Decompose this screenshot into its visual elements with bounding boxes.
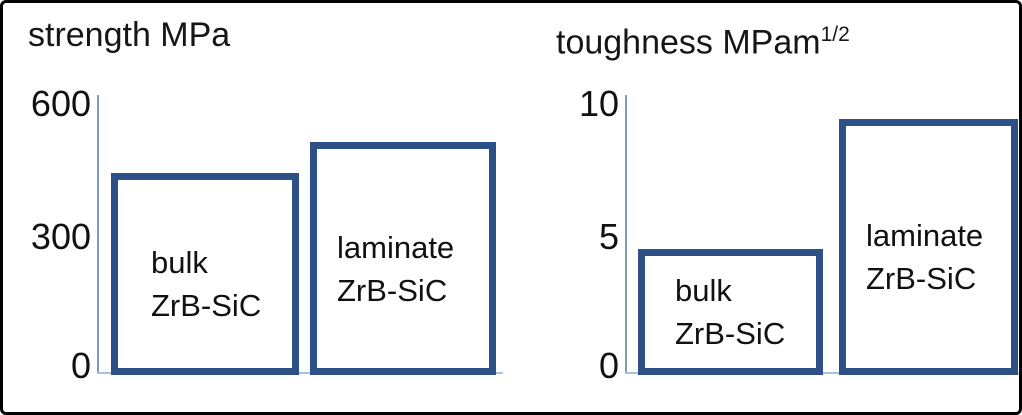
toughness-ytick-5: 5 <box>598 216 619 257</box>
strength-x-axis-line <box>97 372 503 374</box>
bar-label-line2: ZrB-SiC <box>866 261 977 296</box>
strength-chart-title: strength MPa <box>28 16 231 54</box>
bar-label-line1: bulk <box>151 245 208 280</box>
toughness-title-text: toughness MPam <box>556 23 821 62</box>
strength-chart: strength MPa 600 300 0 bulk ZrB-SiC lami… <box>3 3 514 412</box>
strength-bar-bulk: bulk ZrB-SiC <box>111 173 299 375</box>
strength-ytick-600: 600 <box>30 83 91 124</box>
strength-bar-laminate: laminate ZrB-SiC <box>310 142 496 375</box>
toughness-ytick-10: 10 <box>578 83 619 124</box>
bar-label-line2: ZrB-SiC <box>151 288 262 323</box>
toughness-bar-bulk: bulk ZrB-SiC <box>638 249 823 375</box>
strength-ytick-300: 300 <box>30 216 91 257</box>
bar-label-line1: laminate <box>337 229 455 265</box>
bar-label-line2: ZrB-SiC <box>337 272 448 308</box>
toughness-title-superscript: 1/2 <box>820 23 850 46</box>
toughness-y-axis-line <box>625 95 627 374</box>
bar-label-line1: laminate <box>866 218 984 253</box>
bar-label-line1: bulk <box>675 273 732 308</box>
bar-label-line2: ZrB-SiC <box>675 316 786 351</box>
strength-ytick-0: 0 <box>70 345 91 386</box>
toughness-chart-title: toughness MPam1/2 <box>556 15 850 62</box>
toughness-ytick-0: 0 <box>598 345 619 386</box>
toughness-chart: toughness MPam1/2 10 5 0 bulk ZrB-SiC la… <box>514 3 1019 412</box>
strength-y-axis-line <box>97 95 99 374</box>
toughness-bar-laminate: laminate ZrB-SiC <box>839 119 1018 375</box>
